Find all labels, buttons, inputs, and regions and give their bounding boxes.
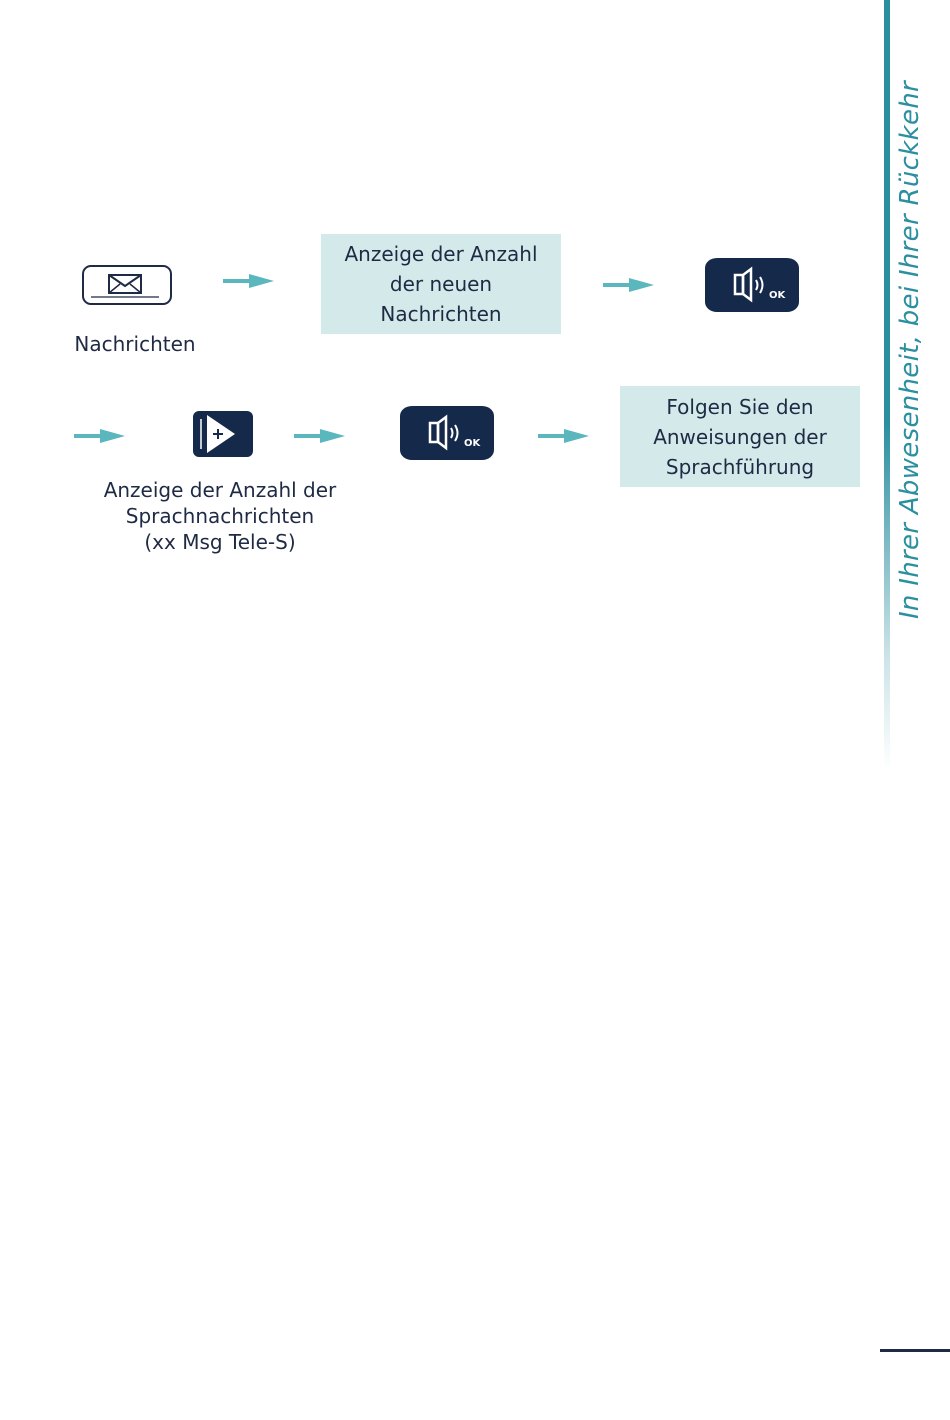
voice-messages-caption: Anzeige der Anzahl der Sprachnachrichten… xyxy=(80,477,360,555)
navigator-plus-icon xyxy=(193,411,253,457)
navigator-plus-key[interactable] xyxy=(193,411,253,457)
speaker-ok-icon xyxy=(400,406,494,460)
ok-label: OK xyxy=(464,438,480,449)
ok-label: OK xyxy=(769,290,785,301)
envelope-icon xyxy=(82,265,168,301)
arrow-right-icon xyxy=(292,426,346,446)
info-box-new-messages: Anzeige der Anzahl der neuen Nachrichten xyxy=(321,234,561,334)
ok-speaker-key[interactable]: OK xyxy=(400,406,494,460)
arrow-right-icon xyxy=(221,271,275,291)
arrow-right-icon xyxy=(72,426,126,446)
section-title: In Ihrer Abwesenheit, bei Ihrer Rückkehr xyxy=(895,81,925,619)
messages-key-label: Nachrichten xyxy=(60,331,210,357)
info-box-follow-instructions: Folgen Sie den Anweisungen der Sprachfüh… xyxy=(620,386,860,487)
footer-rule xyxy=(880,1349,950,1352)
speaker-ok-icon xyxy=(705,258,799,312)
messages-key[interactable] xyxy=(82,265,172,305)
arrow-right-icon xyxy=(536,426,590,446)
ok-speaker-key[interactable]: OK xyxy=(705,258,799,312)
side-accent-bar xyxy=(884,0,890,770)
arrow-right-icon xyxy=(601,275,655,295)
